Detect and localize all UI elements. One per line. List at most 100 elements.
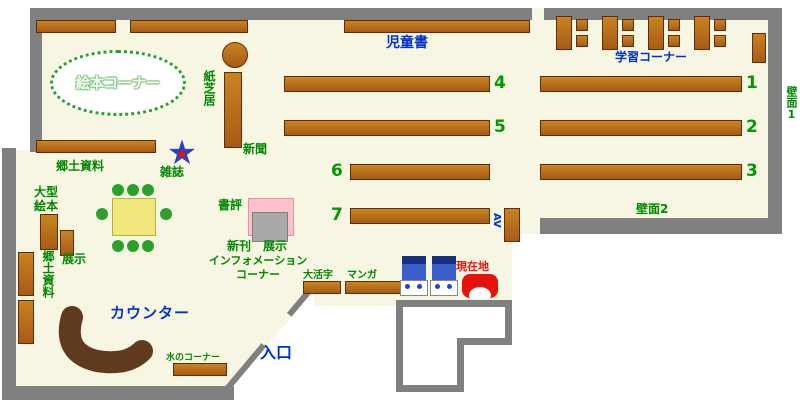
kiosk-body	[402, 264, 426, 280]
shelf-large-print	[303, 281, 341, 294]
label-local-materials-left: 郷土資料	[41, 250, 55, 298]
label-current-location: 現在地	[456, 260, 489, 273]
kiosk-knob	[405, 284, 410, 289]
chair-dot	[96, 208, 108, 220]
label-manga: マンガ	[347, 270, 377, 281]
study-chair	[622, 19, 634, 31]
shelf-number-6: 6	[331, 161, 343, 181]
bookshelf-6	[350, 164, 490, 180]
kiosk-top	[402, 256, 426, 264]
shelf-av	[504, 208, 520, 242]
label-wall-1: 壁面1	[785, 86, 798, 121]
label-entrance: 入口	[260, 343, 293, 362]
star-inner: ★	[175, 145, 189, 163]
shelf-water-corner	[173, 363, 227, 376]
wall-right	[768, 8, 782, 234]
wall-2-segment	[540, 218, 768, 234]
label-magazines: 雑誌	[160, 165, 185, 179]
wall-mid-horizontal	[396, 300, 512, 307]
kiosk-knob	[435, 284, 440, 289]
study-chair	[668, 35, 680, 47]
shelf-exhibit-small	[60, 230, 74, 256]
label-childrens-books: 児童書	[386, 35, 428, 51]
kiosk-icon	[430, 256, 458, 296]
bookshelf-4	[284, 76, 490, 92]
kiosk-top	[432, 256, 456, 264]
wall-left-lower	[2, 148, 16, 392]
kamishibai-stool	[222, 42, 248, 68]
kiosk-knob	[417, 284, 422, 289]
study-chair	[668, 19, 680, 31]
wall-left-upper	[30, 8, 42, 152]
shelf-local-materials-top	[36, 140, 156, 153]
star-outer: ★	[166, 133, 198, 173]
chair-dot	[127, 184, 139, 196]
label-local-materials-top: 郷土資料	[56, 159, 105, 173]
bookshelf-2	[540, 120, 742, 136]
label-av: AV	[491, 213, 502, 228]
study-chair	[576, 35, 588, 47]
picture-book-corner-area: 絵本コーナー	[50, 50, 186, 116]
bookshelf-3	[540, 164, 742, 180]
shelf-number-7: 7	[331, 205, 343, 225]
study-desk	[694, 16, 710, 50]
label-book-reviews: 書評	[218, 198, 243, 212]
bookshelf-1	[540, 76, 742, 92]
chair-dot	[142, 240, 154, 252]
label-information-corner: インフォメーション コーナー	[204, 254, 312, 282]
chair-dot	[112, 184, 124, 196]
kiosk-base	[400, 280, 428, 296]
shelf-top-right-small	[752, 33, 766, 63]
shelf-large-picture-books	[40, 214, 58, 250]
kiosk-knob	[447, 284, 452, 289]
bookshelf-7	[350, 208, 490, 224]
new-book-display-gray	[252, 212, 288, 242]
bookshelf-5	[284, 120, 490, 136]
shelf-local-materials-left-2	[18, 300, 34, 344]
label-wall-2: 壁面2	[636, 202, 669, 216]
wall-top-left-segment	[30, 8, 532, 20]
kiosk-icon	[400, 256, 428, 296]
label-exhibit-center: 展示	[263, 239, 288, 253]
chair-dot	[142, 184, 154, 196]
shelf-number-3: 3	[746, 161, 758, 181]
shelf-manga	[345, 281, 403, 294]
study-chair	[576, 19, 588, 31]
shelf-top-left-1	[36, 20, 116, 33]
label-newspaper: 新聞	[243, 142, 268, 156]
label-large-picture-books: 大型絵本	[34, 185, 59, 214]
label-kamishibai: 紙芝居	[202, 70, 216, 106]
shelf-top-left-2	[130, 20, 248, 33]
study-chair	[714, 35, 726, 47]
study-chair	[714, 19, 726, 31]
stairwell-wall-step	[457, 338, 512, 345]
shelf-number-1: 1	[746, 73, 758, 93]
label-information-line1: インフォメーション	[208, 254, 308, 267]
study-chair	[622, 35, 634, 47]
study-desk	[602, 16, 618, 50]
reading-table	[112, 198, 156, 236]
label-exhibit-left: 展示	[62, 252, 87, 266]
label-water-corner: 水のコーナー	[166, 353, 221, 363]
label-new-books: 新刊	[227, 239, 252, 253]
wall-top-right-segment	[544, 8, 770, 20]
current-location-marker	[462, 274, 498, 298]
shelf-number-4: 4	[494, 73, 506, 93]
shelf-number-5: 5	[494, 117, 506, 137]
stairwell-wall-mid	[457, 338, 464, 392]
study-desk	[556, 16, 572, 50]
kiosk-body	[432, 264, 456, 280]
shelf-kamishibai	[224, 72, 242, 148]
shelf-number-2: 2	[746, 117, 758, 137]
stairwell-wall-bottom	[396, 385, 464, 392]
wall-bottom	[2, 386, 234, 400]
counter-desk	[58, 306, 153, 374]
magazine-star-icon: ★ ★	[163, 134, 201, 172]
picture-book-corner-label: 絵本コーナー	[76, 76, 160, 92]
chair-dot	[127, 240, 139, 252]
shelf-childrens-books	[344, 20, 530, 33]
kiosk-base	[430, 280, 458, 296]
study-desk	[648, 16, 664, 50]
label-study-corner: 学習コーナー	[615, 50, 688, 64]
